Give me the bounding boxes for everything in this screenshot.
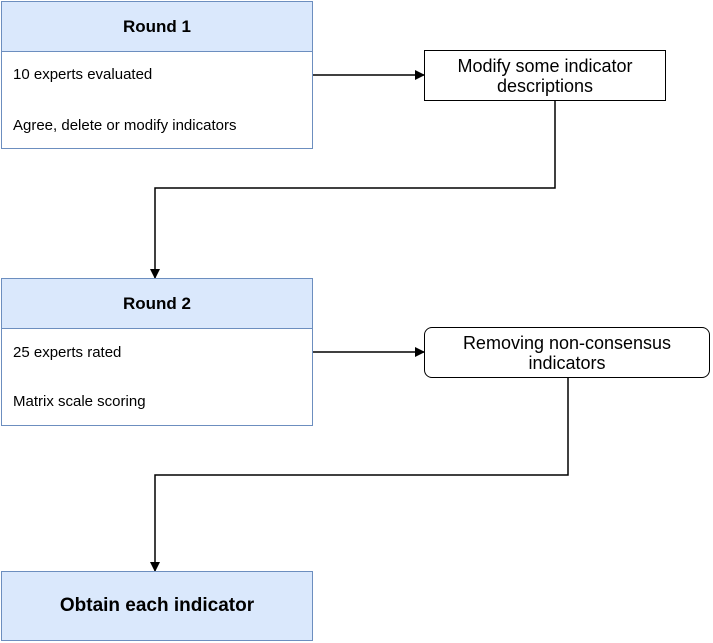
- modify-descriptions-text: Modify some indicator descriptions: [457, 55, 633, 96]
- round2-item-experts: 25 experts rated: [13, 344, 122, 361]
- round2-item-scoring: Matrix scale scoring: [13, 393, 146, 410]
- obtain-indicator-box: Obtain each indicator: [1, 571, 313, 641]
- round1-item-actions: Agree, delete or modify indicators: [13, 117, 237, 134]
- round2-box: Round 2 25 experts rated Matrix scale sc…: [1, 278, 313, 426]
- modify-descriptions-box: Modify some indicator descriptions: [424, 50, 666, 101]
- removing-indicators-text: Removing non-consensus indicators: [462, 332, 672, 373]
- round1-title: Round 1: [2, 2, 312, 52]
- round1-box: Round 1 10 experts evaluated Agree, dele…: [1, 1, 313, 149]
- round2-title: Round 2: [2, 279, 312, 329]
- round1-item-experts: 10 experts evaluated: [13, 66, 153, 83]
- obtain-indicator-text: Obtain each indicator: [59, 595, 255, 616]
- removing-indicators-box: Removing non-consensus indicators: [424, 327, 710, 378]
